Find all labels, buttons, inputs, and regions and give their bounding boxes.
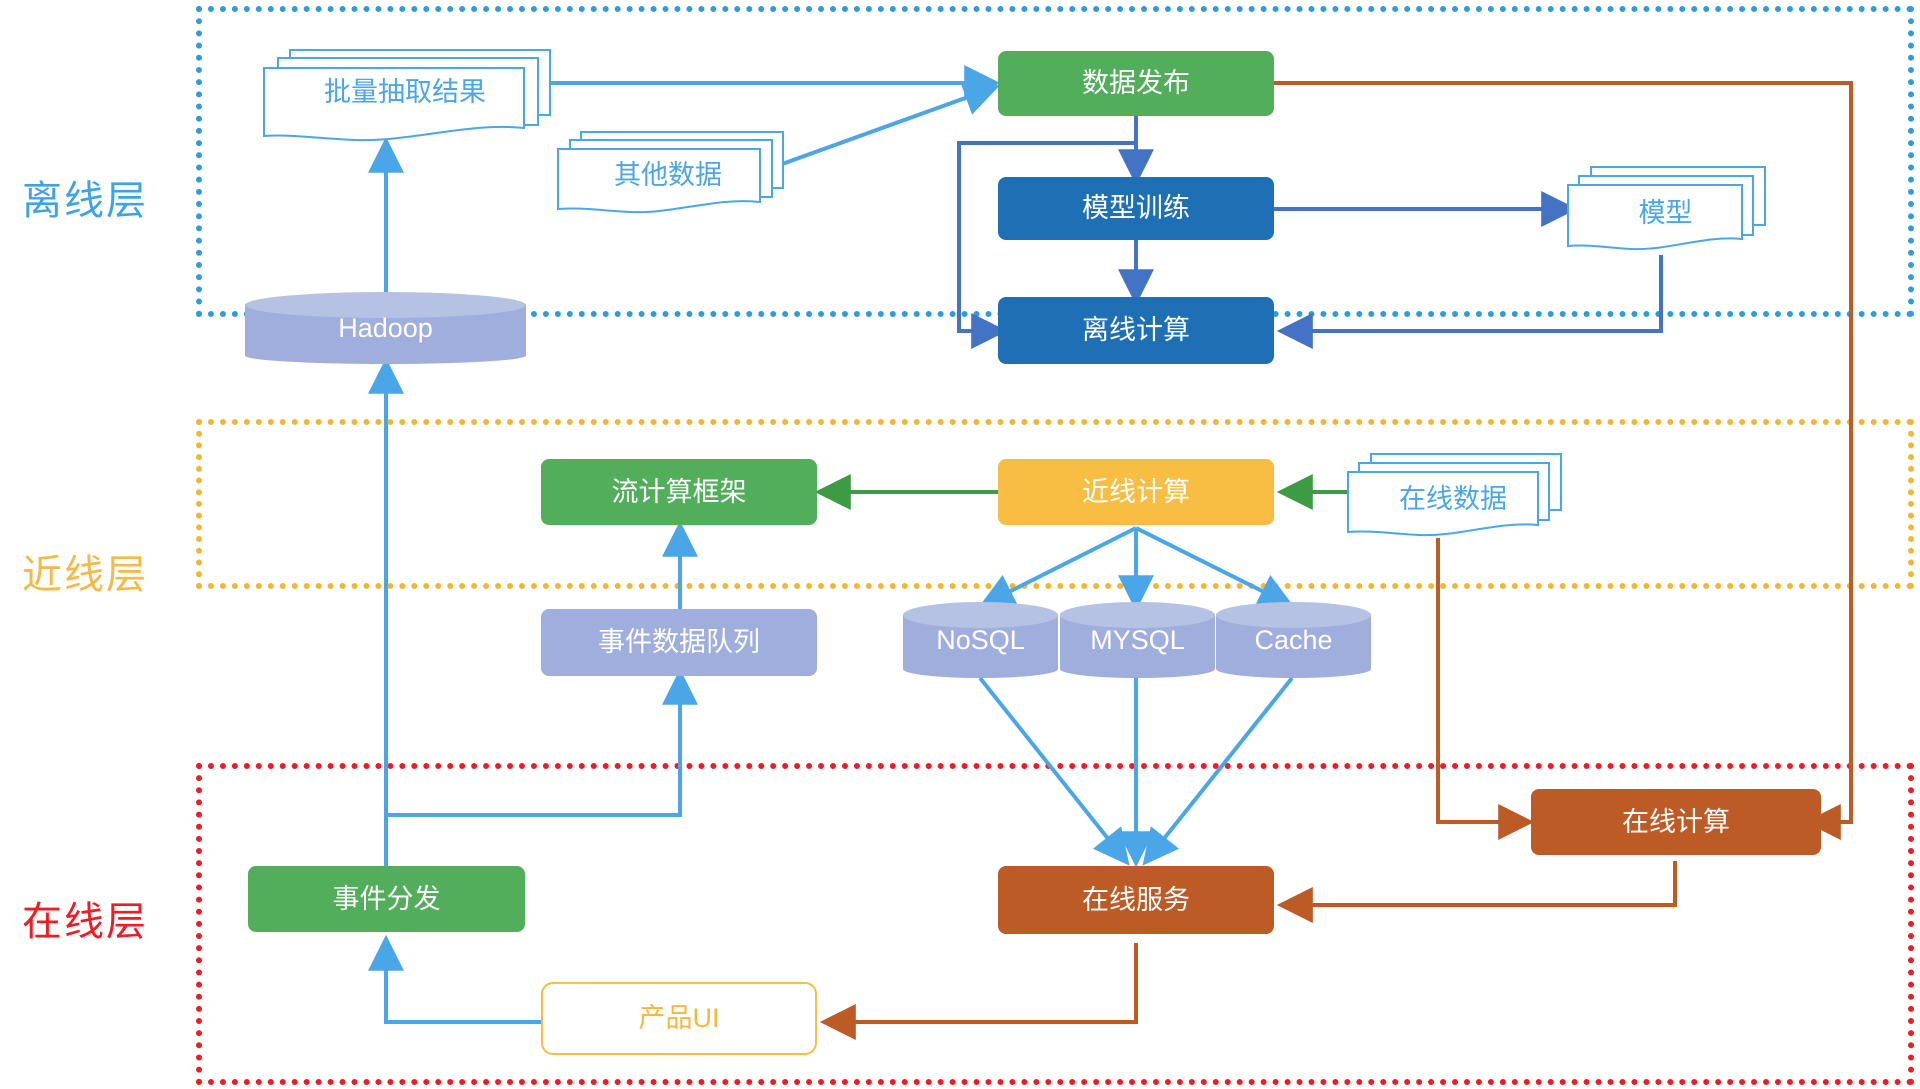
node-label: 在线数据 (1399, 483, 1507, 514)
cylinder-top (903, 602, 1058, 628)
node-offline-compute[interactable]: 离线计算 (998, 297, 1274, 364)
cylinder-top (1216, 602, 1371, 628)
node-label: 近线计算 (1082, 476, 1190, 507)
layer-label-nearline: 近线层 (22, 553, 148, 597)
node-label: 在线服务 (1082, 884, 1190, 915)
node-hadoop[interactable]: Hadoop (245, 292, 526, 364)
node-data-publish[interactable]: 数据发布 (998, 51, 1274, 116)
node-batch-extract[interactable]: 批量抽取结果 (260, 30, 560, 142)
node-online-data[interactable]: 在线数据 (1345, 444, 1575, 544)
node-nearline-compute[interactable]: 近线计算 (998, 459, 1274, 525)
node-label: 流计算框架 (611, 476, 747, 507)
node-label: 批量抽取结果 (324, 76, 486, 107)
node-label: 产品UI (638, 1003, 720, 1034)
node-label: Cache (1254, 624, 1333, 655)
node-label: 事件数据队列 (598, 627, 760, 658)
node-mysql[interactable]: MYSQL (1060, 602, 1215, 678)
node-stream-framework[interactable]: 流计算框架 (541, 459, 817, 525)
node-nosql[interactable]: NoSQL (903, 602, 1058, 678)
node-event-queue[interactable]: 事件数据队列 (541, 609, 817, 676)
node-label: 事件分发 (332, 883, 441, 914)
node-online-service[interactable]: 在线服务 (998, 866, 1274, 934)
node-event-dispatch[interactable]: 事件分发 (248, 866, 525, 932)
layer-label-online: 在线层 (22, 900, 148, 944)
node-label: 模型 (1638, 198, 1693, 228)
layer-label-offline: 离线层 (22, 179, 148, 223)
node-label: NoSQL (936, 624, 1025, 655)
node-model[interactable]: 模型 (1565, 155, 1780, 260)
node-label: 在线计算 (1622, 806, 1730, 837)
node-label: Hadoop (338, 312, 433, 343)
node-label: 离线计算 (1082, 315, 1190, 346)
cylinder-top (1060, 602, 1215, 628)
node-other-data[interactable]: 其他数据 (555, 118, 795, 218)
node-label: 数据发布 (1082, 68, 1190, 99)
node-model-train[interactable]: 模型训练 (998, 177, 1274, 240)
node-label: 其他数据 (614, 159, 722, 190)
node-online-compute[interactable]: 在线计算 (1531, 789, 1821, 855)
cylinder-top (245, 292, 526, 318)
node-label: MYSQL (1090, 624, 1185, 655)
node-cache[interactable]: Cache (1216, 602, 1371, 678)
node-product-ui[interactable]: 产品UI (541, 982, 817, 1055)
node-label: 模型训练 (1082, 193, 1190, 224)
